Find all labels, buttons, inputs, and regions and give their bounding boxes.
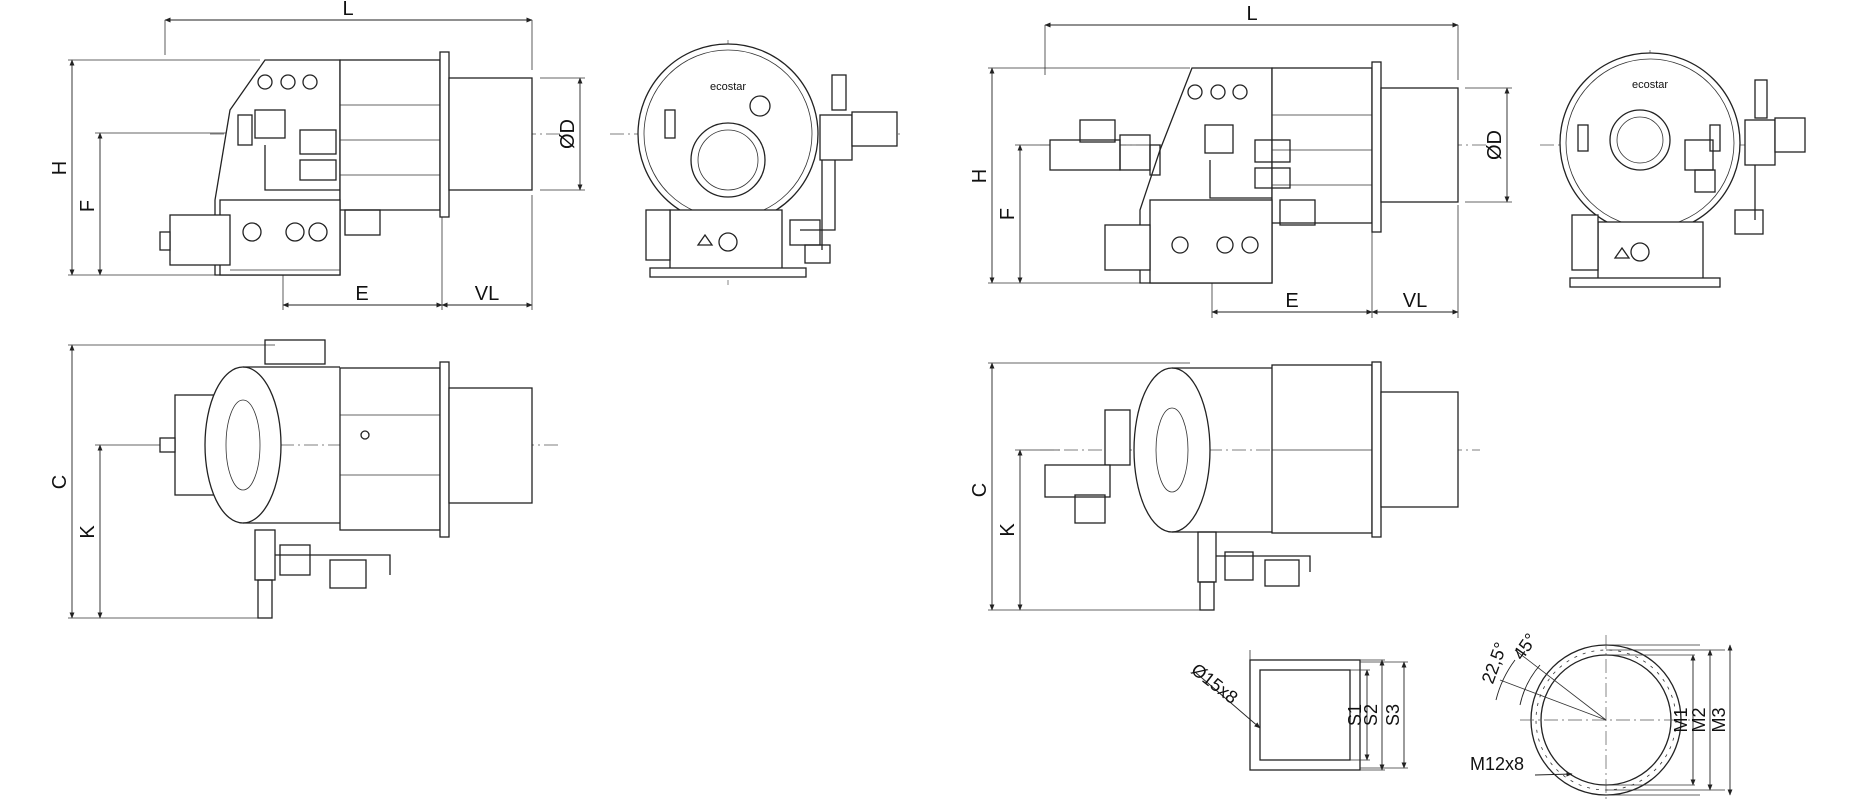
label-vl: VL — [475, 283, 499, 305]
label-c: C — [49, 475, 71, 489]
dimension-l-right: L — [1044, 3, 1459, 80]
label-d: ØD — [557, 119, 579, 149]
label-f-right: F — [997, 208, 1019, 220]
brand-logo-left: ecostar — [710, 81, 746, 93]
label-m1: M1 — [1671, 707, 1691, 732]
label-f: F — [77, 200, 99, 212]
dimension-k-right: K — [997, 449, 1060, 611]
detail-square-flange: S1 S2 S3 Ø15x8 — [1188, 650, 1408, 771]
label-s1: S1 — [1345, 704, 1365, 726]
label-l: L — [342, 0, 353, 20]
label-d-right: ØD — [1484, 130, 1506, 160]
label-k: K — [77, 525, 99, 539]
view-right-side-elevation: L H F ØD E VL — [969, 3, 1512, 318]
view-left-side-elevation: L H F ØD E VL — [49, 0, 585, 310]
label-hole-round: M12x8 — [1470, 754, 1524, 774]
dimension-d-left: ØD — [540, 77, 585, 191]
label-h: H — [49, 161, 71, 175]
view-right-top: C K — [969, 361, 1480, 611]
label-l-right: L — [1246, 3, 1257, 25]
burner-body-top — [159, 339, 533, 619]
burner-body-side — [159, 51, 533, 276]
label-h-right: H — [969, 169, 991, 183]
label-hole-square: Ø15x8 — [1188, 659, 1242, 707]
dimension-k-left: K — [77, 444, 160, 619]
label-m2: M2 — [1689, 707, 1709, 732]
view-left-front: ecostar — [610, 40, 900, 285]
dimension-c-left: C — [49, 344, 275, 619]
dimension-c-right: C — [969, 362, 1200, 611]
label-s2: S2 — [1361, 704, 1381, 726]
dimension-d-right: ØD — [1465, 87, 1512, 203]
label-c-right: C — [969, 483, 991, 497]
burner-body-top-right — [1044, 361, 1459, 611]
dimension-h-left: H — [49, 59, 260, 276]
dimension-l-left: L — [164, 0, 533, 70]
label-vl-right: VL — [1403, 290, 1427, 312]
burner-body-side-right — [1049, 61, 1459, 284]
dimension-e-vl-right: E VL — [1211, 205, 1459, 318]
label-angle-45: 45° — [1509, 630, 1541, 664]
label-e-right: E — [1285, 290, 1298, 312]
dimension-e-vl-left: E VL — [282, 195, 533, 310]
label-k-right: K — [997, 523, 1019, 537]
detail-round-flange: M1 M2 M3 22,5° 45° M12x8 — [1470, 630, 1733, 805]
dimension-h-right: H — [969, 67, 1190, 284]
label-angle-22: 22,5° — [1478, 640, 1511, 687]
label-e: E — [355, 283, 368, 305]
label-s3: S3 — [1383, 704, 1403, 726]
label-m3: M3 — [1709, 707, 1729, 732]
brand-logo-right: ecostar — [1632, 79, 1668, 91]
view-left-top: C K — [49, 339, 560, 619]
view-right-front: ecostar — [1540, 50, 1806, 290]
dimension-f-left: F — [77, 132, 230, 276]
